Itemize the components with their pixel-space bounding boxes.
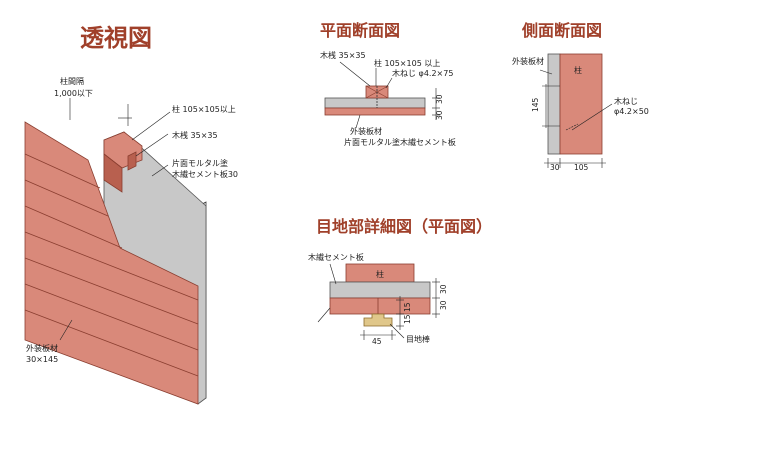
plan-label-screw: 木ねじ φ4.2×75 [392, 68, 453, 78]
side-label-exterior: 外装板材 [512, 56, 544, 66]
label-cement-board-2: 木繊セメント板30 [172, 169, 238, 179]
title-plan-section: 平面断面図 [320, 21, 400, 40]
side-dim-30: 30 [550, 163, 560, 172]
label-furring: 木桟 35×35 [172, 130, 218, 140]
joint-label-board: 木繊セメント板 [308, 252, 364, 262]
title-perspective: 透視図 [80, 24, 152, 52]
plan-label-column: 柱 105×105 以上 [374, 58, 440, 68]
perspective-drawing [24, 98, 207, 405]
label-exterior-board: 外装板材 [26, 343, 58, 353]
plan-label-furring: 木桟 35×35 [320, 50, 366, 60]
label-column-spacing-value: 1,000以下 [54, 89, 93, 98]
joint-label-bar: 目地棒 [406, 334, 430, 344]
plan-label-exterior: 外装板材 [350, 126, 382, 136]
side-dim-105: 105 [574, 163, 589, 172]
joint-bar-shape [363, 313, 393, 327]
plan-label-board: 片面モルタル塗木繊セメント板 [344, 137, 456, 147]
label-column-spacing: 柱間隔 [60, 76, 84, 86]
joint-dim-15b: 15 [403, 314, 412, 324]
side-label-column: 柱 [574, 65, 582, 75]
side-dim-145: 145 [531, 97, 540, 112]
joint-dim-15a: 15 [403, 302, 412, 312]
joint-dim-30b: 30 [439, 300, 448, 310]
side-section-drawing [539, 53, 613, 168]
joint-label-column: 柱 [376, 269, 384, 279]
joint-dim-45: 45 [372, 337, 382, 346]
side-label-screw-1: 木ねじ [614, 96, 638, 106]
title-joint-detail: 目地部詳細図（平面図） [316, 217, 492, 236]
side-label-screw-2: φ4.2×50 [614, 107, 649, 116]
furring-shape [127, 151, 137, 171]
plan-section-drawing [324, 61, 440, 129]
plan-dim-30b: 30 [435, 110, 444, 120]
label-column: 柱 105×105以上 [172, 104, 236, 114]
plan-dim-30a: 30 [435, 94, 444, 104]
label-exterior-board-size: 30×145 [26, 355, 58, 364]
title-side-section: 側面断面図 [521, 21, 602, 40]
label-cement-board-1: 片面モルタル塗 [172, 158, 228, 168]
joint-detail-drawing [317, 263, 440, 340]
joint-dim-30a: 30 [439, 284, 448, 294]
